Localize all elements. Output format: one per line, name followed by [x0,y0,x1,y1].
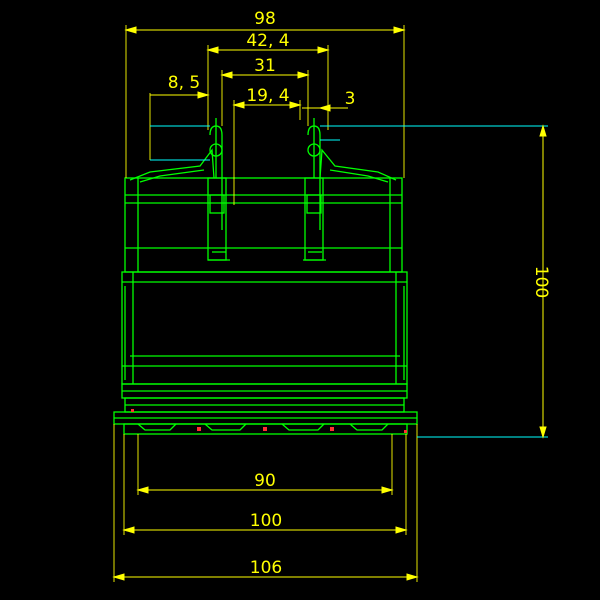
dim-bottom-mid: 100 [250,511,282,531]
weld-markers [131,409,407,433]
dim-left-offset: 8, 5 [168,73,200,93]
dimension-lines [112,26,547,581]
dim-bottom-overall: 106 [250,558,282,578]
dim-height: 100 [531,266,551,298]
dim-plate-thickness: 3 [345,89,356,109]
dim-inner-span: 42, 4 [246,31,289,51]
lug-plates [207,118,326,261]
leader-lines [150,125,548,438]
dim-slot-width: 19, 4 [246,86,289,106]
bucket-body [113,148,418,435]
extension-lines [113,25,418,582]
dim-bottom-inner: 90 [254,471,276,491]
dim-mid-span: 31 [254,56,276,76]
dimension-labels: 98 42, 4 31 8, 5 19, 4 3 100 90 100 106 [168,9,551,578]
dim-top-overall: 98 [254,9,276,29]
